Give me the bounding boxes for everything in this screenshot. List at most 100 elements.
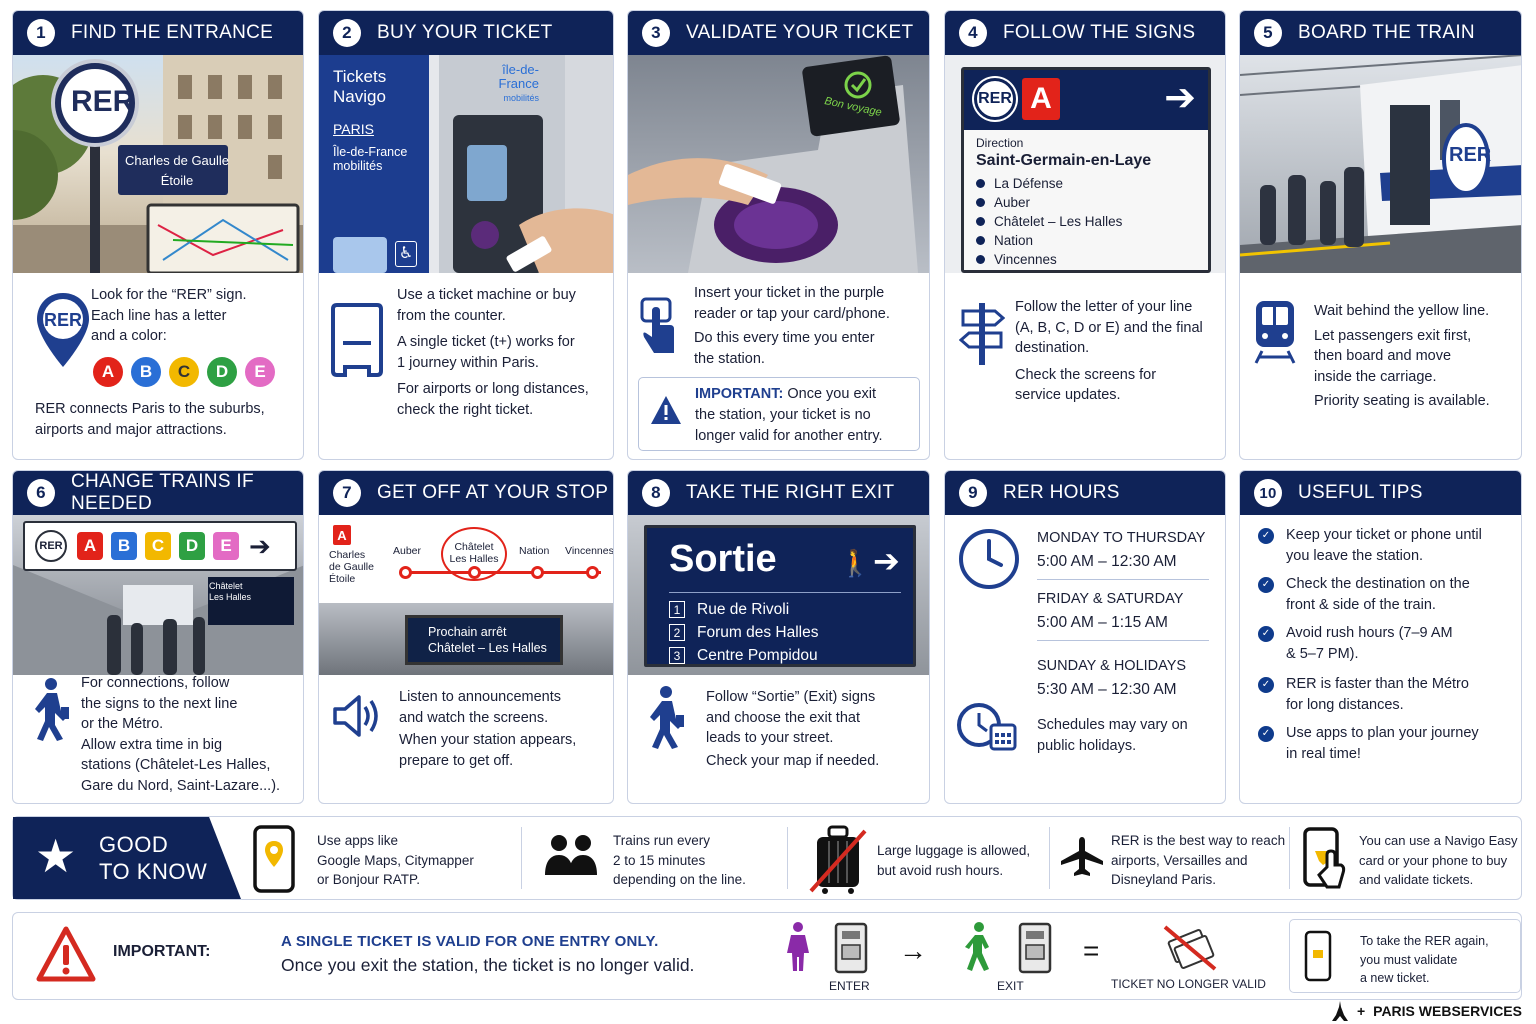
step-card-find-entrance: 1 FIND THE ENTRANCE RER Charles de Gaull… bbox=[12, 10, 304, 460]
board-text-3: then board and move bbox=[1314, 348, 1452, 365]
board-text-5: Priority seating is available. bbox=[1314, 393, 1490, 410]
ticket-machine-photo: Tickets Navigo PARIS Île-de-France mobil… bbox=[319, 55, 613, 273]
hours-days: MONDAY TO THURSDAY bbox=[1037, 530, 1206, 546]
line-a-badge: A bbox=[77, 532, 103, 560]
validate-text-2: reader or tap your card/phone. bbox=[694, 305, 890, 322]
tip-item: ✓ Keep your ticket or phone until you le… bbox=[1240, 525, 1521, 574]
map-stop-dot bbox=[531, 566, 544, 579]
change-text-4: Allow extra time in big bbox=[81, 736, 223, 753]
airplane-icon bbox=[1061, 837, 1103, 876]
signpost-icon bbox=[959, 303, 1005, 365]
step-number: 5 bbox=[1254, 19, 1282, 47]
tip-line: RER is faster than the Métro bbox=[1286, 676, 1469, 692]
validator-machine-icon bbox=[834, 922, 868, 974]
good-line: airports, Versailles and bbox=[1111, 852, 1248, 868]
line-e-badge: E bbox=[245, 357, 275, 387]
good-line: or Bonjour RATP. bbox=[317, 872, 421, 887]
important-bar-label: IMPORTANT: bbox=[113, 943, 211, 960]
arrow-right-icon: ➔ bbox=[249, 530, 271, 561]
check-circle-icon: ✓ bbox=[1258, 726, 1274, 742]
important-text-2: the station, your ticket is no bbox=[695, 407, 871, 424]
phone-map-pin-icon bbox=[253, 825, 295, 893]
getoff-text-2: and watch the screens. bbox=[399, 709, 549, 726]
footer-brand-name: PARIS WEBSERVICES bbox=[1373, 1003, 1522, 1019]
exit-text-2: and choose the exit that bbox=[706, 709, 860, 726]
footer-plus: + bbox=[1356, 1003, 1366, 1019]
warning-icon bbox=[651, 396, 681, 424]
step-title: TAKE THE RIGHT EXIT bbox=[686, 482, 895, 503]
tip-line: & 5–7 PM). bbox=[1286, 645, 1359, 662]
buy-text-3: A single ticket (t+) works for bbox=[397, 334, 575, 351]
strip-divider bbox=[1289, 827, 1290, 889]
buy-text-4: 1 journey within Paris. bbox=[397, 354, 539, 371]
step-title: FOLLOW THE SIGNS bbox=[1003, 22, 1196, 43]
entrance-text-3: and a color: bbox=[91, 328, 167, 345]
ticket-machine-icon bbox=[331, 303, 383, 377]
strip-divider bbox=[787, 827, 788, 889]
small-sign-line1: Châtelet bbox=[209, 581, 243, 591]
board-text-1: Wait behind the yellow line. bbox=[1314, 303, 1490, 319]
tips-list: ✓ Keep your ticket or phone until you le… bbox=[1240, 525, 1521, 772]
calendar-clock-icon bbox=[957, 703, 1017, 751]
important-bar: IMPORTANT: A SINGLE TICKET IS VALID FOR … bbox=[12, 912, 1522, 1000]
tip-item: ✓ Check the destination on the front & s… bbox=[1240, 574, 1521, 623]
tip-line: you leave the station. bbox=[1286, 547, 1424, 564]
tip-line: Use apps to plan your journey bbox=[1286, 725, 1479, 741]
tip-item: ✓ RER is faster than the Métro for long … bbox=[1240, 674, 1521, 723]
getoff-text-4: prepare to get off. bbox=[399, 752, 514, 769]
hours-list: MONDAY TO THURSDAY 5:00 AM – 12:30 AM FR… bbox=[1037, 527, 1209, 701]
map-line bbox=[405, 571, 601, 574]
step-header: 4 FOLLOW THE SIGNS bbox=[945, 11, 1225, 55]
board-text-4: inside the carriage. bbox=[1314, 368, 1437, 385]
tip-line: Keep your ticket or phone until bbox=[1286, 527, 1482, 543]
validator-machine-icon bbox=[1018, 922, 1052, 974]
stop-item: Nation bbox=[976, 231, 1208, 250]
validate-text-4: the station. bbox=[694, 350, 765, 367]
line-e-badge: E bbox=[213, 532, 239, 560]
hours-days: FRIDAY & SATURDAY bbox=[1037, 591, 1184, 607]
stop-name: Auber bbox=[994, 195, 1031, 210]
platform-area: Prochain arrêt Châtelet – Les Halles bbox=[319, 603, 613, 675]
step-card-follow-signs: 4 FOLLOW THE SIGNS RER A ➔ Direction Sai… bbox=[944, 10, 1226, 460]
stop-item: Châtelet – Les Halles bbox=[976, 212, 1208, 231]
step-number: 1 bbox=[27, 19, 55, 47]
step-title: BUY YOUR TICKET bbox=[377, 22, 553, 43]
ticket-panel-title2: Navigo bbox=[333, 87, 386, 106]
step-number: 9 bbox=[959, 479, 987, 507]
good-line: Google Maps, Citymapper bbox=[317, 852, 474, 868]
arrow-right-icon: ➔ bbox=[873, 543, 900, 579]
stop-item: Auber bbox=[976, 193, 1208, 212]
svg-text:RER: RER bbox=[44, 310, 82, 330]
station-sign: Charles de Gaulle Étoile bbox=[121, 151, 233, 191]
people-icon bbox=[545, 835, 597, 875]
arrow-right-icon: → bbox=[899, 935, 927, 966]
signs-text-5: service updates. bbox=[1015, 387, 1121, 404]
line-c-badge: C bbox=[145, 532, 171, 560]
validate-text-3: Do this every time you enter bbox=[694, 330, 875, 347]
phone-tap-icon bbox=[1303, 827, 1346, 889]
step-card-useful-tips: 10 USEFUL TIPS ✓ Keep your ticket or pho… bbox=[1239, 470, 1522, 804]
line-a-badge: A bbox=[333, 525, 351, 545]
good-line: depending on the line. bbox=[613, 872, 746, 887]
buy-text-2: from the counter. bbox=[397, 307, 506, 324]
exit-number: 2 bbox=[669, 624, 685, 641]
warning-triangle-icon bbox=[36, 926, 96, 982]
train-illustration bbox=[1240, 55, 1521, 273]
line-badges: A B C D E bbox=[93, 357, 283, 387]
map-stop-label: Vincennes bbox=[565, 545, 613, 557]
step-title: BOARD THE TRAIN bbox=[1298, 22, 1475, 43]
tip-item: ✓ Avoid rush hours (7–9 AM & 5–7 PM). bbox=[1240, 623, 1521, 674]
line-c-badge: C bbox=[169, 357, 199, 387]
good-item-navigo: You can use a Navigo Easy card or your p… bbox=[1359, 831, 1518, 890]
good-item-airports: RER is the best way to reach airports, V… bbox=[1111, 831, 1285, 890]
step-title: GET OFF AT YOUR STOP bbox=[377, 482, 609, 503]
good-line: Trains run every bbox=[613, 833, 711, 848]
validator-photo: Bon voyage bbox=[628, 55, 929, 273]
rer-location-pin-icon: RER bbox=[37, 293, 89, 367]
exit-walk-icon: 🚶 bbox=[839, 548, 872, 578]
tip-item: ✓ Use apps to plan your journey in real … bbox=[1240, 723, 1521, 772]
exit-text-1: Follow “Sortie” (Exit) signs bbox=[706, 689, 876, 705]
good-line: Large luggage is allowed, bbox=[877, 843, 1031, 858]
rer-sign-text: RER bbox=[71, 85, 135, 118]
